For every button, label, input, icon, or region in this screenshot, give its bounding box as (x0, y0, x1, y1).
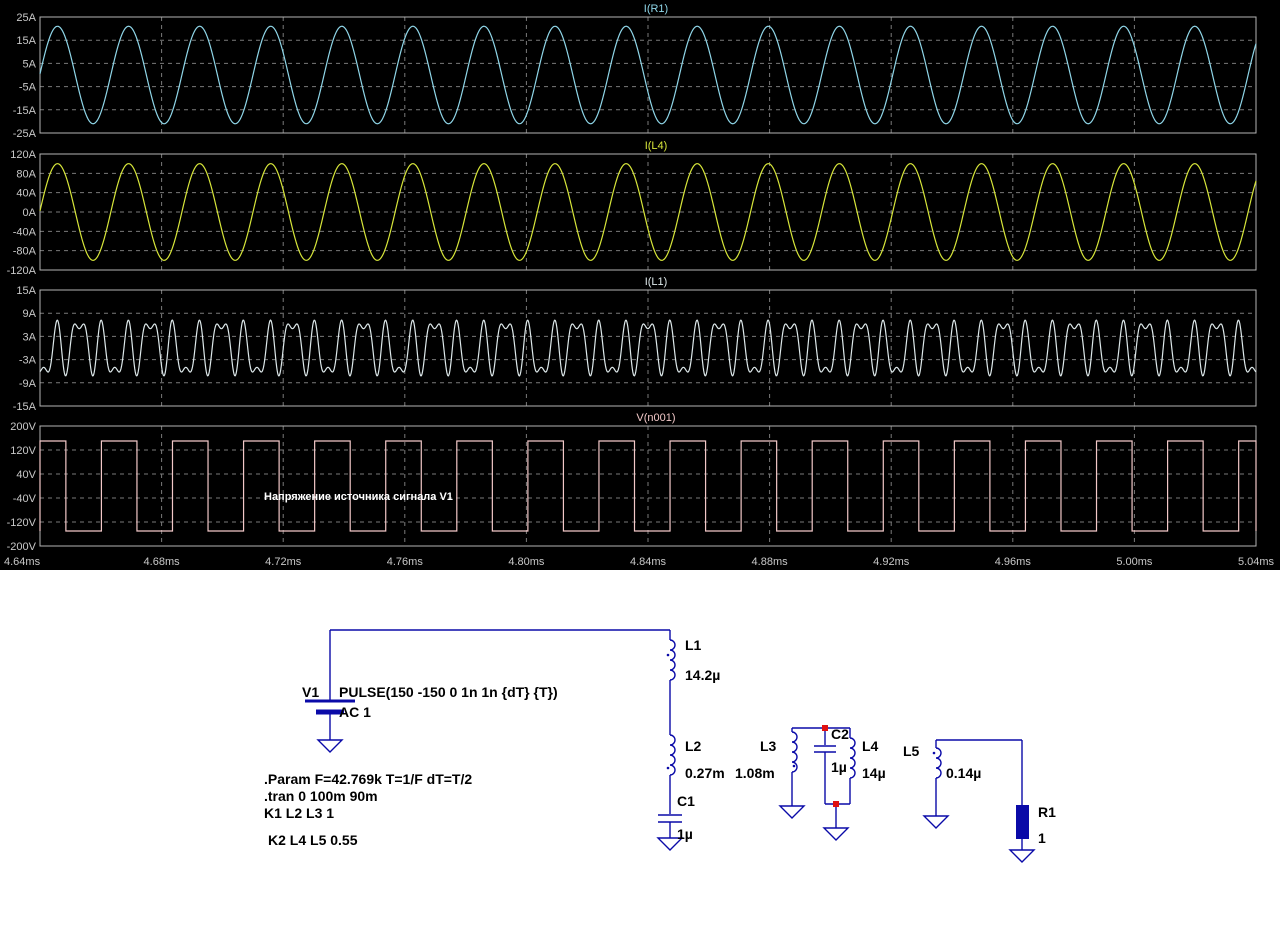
x-tick-label: 4.88ms (752, 556, 789, 568)
y-tick-label: 5A (23, 58, 37, 70)
x-tick-label: 4.64ms (4, 556, 41, 568)
c1-value[interactable]: 1µ (677, 826, 693, 842)
l3-value[interactable]: 1.08m (735, 765, 775, 781)
y-tick-label: -5A (19, 82, 37, 94)
y-tick-label: -25A (13, 128, 37, 140)
c1-label[interactable]: C1 (677, 793, 695, 809)
y-tick-label: -120V (7, 517, 37, 529)
x-tick-label: 5.00ms (1116, 556, 1153, 568)
y-tick-label: 120A (10, 149, 36, 161)
inductor-l4[interactable] (849, 737, 856, 779)
y-tick-label: 40A (16, 188, 36, 200)
y-tick-label: -15A (13, 401, 37, 413)
inductor-l3[interactable] (791, 731, 798, 773)
y-tick-label: -9A (19, 378, 37, 390)
y-tick-label: 25A (16, 12, 36, 24)
tran-directive[interactable]: .tran 0 100m 90m (264, 788, 378, 804)
inductor-l2[interactable] (669, 734, 676, 776)
c2-label[interactable]: C2 (831, 726, 849, 742)
l1-value[interactable]: 14.2µ (685, 667, 720, 683)
y-tick-label: -120A (7, 265, 37, 277)
l5-value[interactable]: 0.14µ (946, 765, 981, 781)
l4-label[interactable]: L4 (862, 738, 879, 754)
pane-title[interactable]: I(L4) (645, 140, 668, 152)
x-tick-label: 4.76ms (387, 556, 424, 568)
pane-frame (39, 153, 1257, 271)
trace-vn001[interactable] (39, 440, 1257, 532)
trace-il4[interactable] (39, 163, 1257, 261)
ground-l3-icon (778, 805, 806, 819)
r1-value[interactable]: 1 (1038, 830, 1046, 846)
ground-l5-icon (922, 815, 950, 829)
l5-phase-dot-icon (932, 751, 936, 755)
l5-label[interactable]: L5 (903, 743, 920, 759)
y-tick-label: 120V (10, 445, 36, 457)
l2-phase-dot-icon (666, 766, 670, 770)
schematic-editor: V1 PULSE(150 -150 0 1n 1n {dT} {T}) AC 1… (0, 570, 1280, 940)
y-tick-label: -15A (13, 105, 37, 117)
param-directive[interactable]: .Param F=42.769k T=1/F dT=T/2 (264, 771, 472, 787)
l4-value[interactable]: 14µ (862, 765, 886, 781)
y-tick-label: -200V (7, 541, 37, 553)
l1-phase-dot-icon (666, 653, 670, 657)
y-tick-label: 40V (16, 469, 36, 481)
l2-value[interactable]: 0.27m (685, 765, 725, 781)
y-tick-label: -80A (13, 246, 37, 258)
trace-ir1[interactable] (39, 25, 1257, 125)
node-marker-bottom (833, 801, 839, 807)
x-tick-label: 4.68ms (144, 556, 181, 568)
waveform-plot: 25A 15A 5A -5A -15A -25A I(R1) 120A 80A 40A 0A -40A… (4, 3, 1275, 568)
resistor-r1[interactable] (1016, 805, 1029, 839)
y-tick-label: 15A (16, 285, 36, 297)
ground-v1-icon (316, 739, 344, 753)
l2-label[interactable]: L2 (685, 738, 702, 754)
ground-c1-icon (656, 837, 684, 851)
v1-value[interactable]: PULSE(150 -150 0 1n 1n {dT} {T}) (339, 684, 558, 700)
v1-label[interactable]: V1 (302, 684, 319, 700)
v1-ac-value[interactable]: AC 1 (339, 704, 371, 720)
l3-phase-dot-icon (792, 764, 796, 768)
y-tick-label: 200V (10, 421, 36, 433)
y-tick-label: -3A (19, 355, 37, 367)
y-tick-label: -40A (13, 226, 37, 238)
node-marker-top (822, 725, 828, 731)
y-tick-label: 9A (23, 308, 37, 320)
y-tick-label: 3A (23, 331, 37, 343)
pane-title[interactable]: V(n001) (636, 412, 675, 424)
c2-value[interactable]: 1µ (831, 759, 847, 775)
pane-frame (39, 289, 1257, 407)
inductor-l5[interactable] (935, 747, 942, 779)
trace-il1[interactable] (39, 319, 1257, 377)
inductor-l1[interactable] (669, 639, 676, 681)
y-tick-label: -40V (13, 493, 37, 505)
pane-frame (39, 16, 1257, 134)
ground-tank-icon (822, 827, 850, 841)
x-tick-label: 4.72ms (265, 556, 302, 568)
x-tick-label: 4.80ms (508, 556, 545, 568)
schematic-canvas: V1 PULSE(150 -150 0 1n 1n {dT} {T}) AC 1… (264, 629, 1056, 863)
x-tick-label: 5.04ms (1238, 556, 1275, 568)
r1-label[interactable]: R1 (1038, 804, 1056, 820)
waveform-viewer: 25A 15A 5A -5A -15A -25A I(R1) 120A 80A 40A 0A -40A… (0, 0, 1280, 570)
x-tick-label: 4.96ms (995, 556, 1032, 568)
x-tick-label: 4.84ms (630, 556, 667, 568)
y-tick-label: 80A (16, 168, 36, 180)
y-tick-label: 15A (16, 35, 36, 47)
k1-directive[interactable]: K1 L2 L3 1 (264, 805, 334, 821)
x-tick-label: 4.92ms (873, 556, 910, 568)
l1-label[interactable]: L1 (685, 637, 702, 653)
k2-directive[interactable]: K2 L4 L5 0.55 (268, 832, 358, 848)
ground-r1-icon (1008, 849, 1036, 863)
l3-label[interactable]: L3 (760, 738, 777, 754)
trace-annotation: Напряжение источника сигнала V1 (264, 491, 453, 503)
y-tick-label: 0A (23, 207, 37, 219)
pane-title[interactable]: I(L1) (645, 276, 668, 288)
pane-title[interactable]: I(R1) (644, 3, 668, 15)
